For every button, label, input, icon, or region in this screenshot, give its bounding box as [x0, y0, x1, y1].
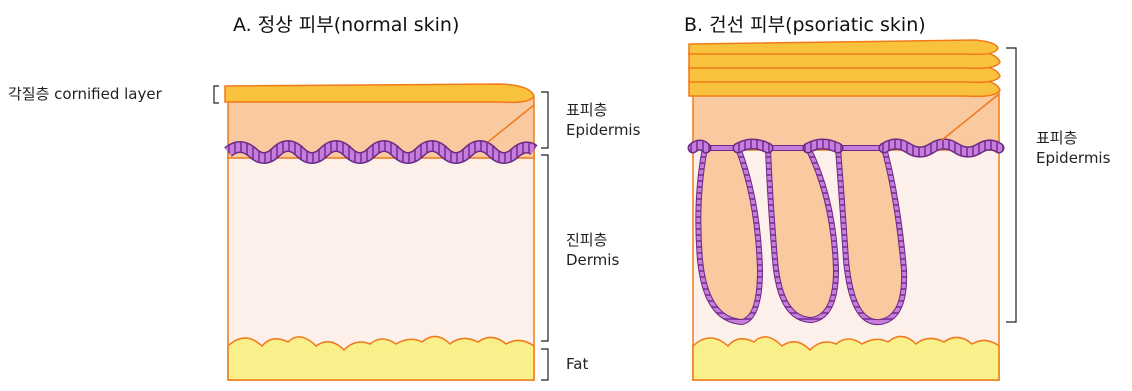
normal-cornified-layer	[225, 84, 534, 102]
fat-bracket	[541, 349, 548, 380]
normal-epidermis-en: Epidermis	[566, 120, 640, 140]
psoriatic-epidermis-ko: 표피층	[1036, 128, 1110, 148]
normal-epidermis-label: 표피층 Epidermis	[566, 100, 640, 140]
cornified-layer-label: 각질층 cornified layer	[8, 84, 162, 104]
psoriatic-epidermis-label: 표피층 Epidermis	[1036, 128, 1110, 168]
normal-fat-layer	[228, 336, 534, 380]
cornified-bracket	[214, 86, 219, 103]
epidermis-bracket	[541, 92, 548, 148]
psoriatic-fat-layer	[693, 336, 999, 380]
psoriatic-skin-title: B. 건선 피부(psoriatic skin)	[684, 10, 926, 37]
psoriatic-epidermis-bracket	[1006, 48, 1016, 322]
normal-skin-panel	[214, 84, 548, 380]
fat-label: Fat	[566, 354, 588, 374]
psoriatic-skin-panel	[689, 40, 1016, 380]
psoriatic-cornified-layer-1	[689, 40, 998, 54]
normal-skin-title: A. 정상 피부(normal skin)	[233, 10, 459, 37]
normal-epidermis-ko: 표피층	[566, 100, 640, 120]
psoriatic-epidermis-en: Epidermis	[1036, 148, 1110, 168]
dermis-ko: 진피층	[566, 230, 619, 250]
dermis-label: 진피층 Dermis	[566, 230, 619, 270]
dermis-en: Dermis	[566, 250, 619, 270]
dermis-bracket	[541, 155, 548, 341]
